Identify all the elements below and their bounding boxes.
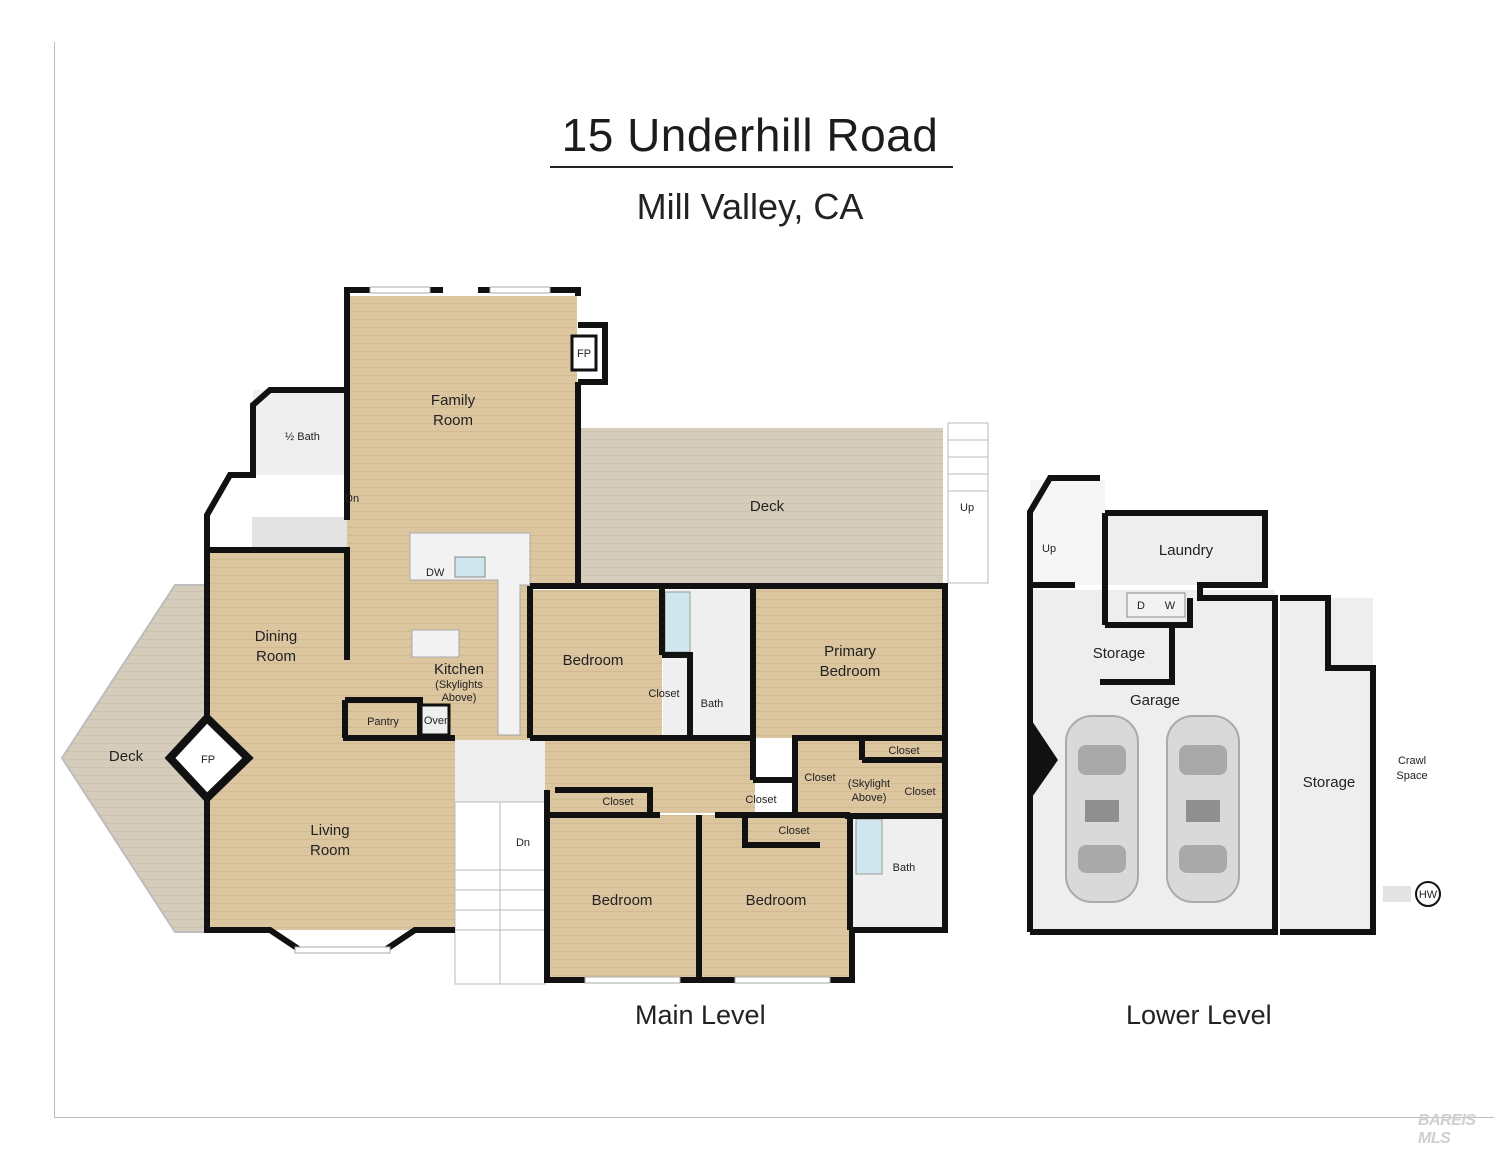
kitchen-sink xyxy=(454,556,486,578)
bedroom-3-label: Bedroom xyxy=(746,892,807,909)
washer-label: W xyxy=(1165,600,1176,612)
bath-1-label: Bath xyxy=(701,698,724,710)
main-level-plan xyxy=(60,286,989,985)
bedroom-2-label: Bedroom xyxy=(592,892,653,909)
dryer-label: D xyxy=(1137,600,1145,612)
title-underline xyxy=(550,166,953,168)
bedroom-1-floor xyxy=(532,590,662,735)
bedroom-1-label: Bedroom xyxy=(563,652,624,669)
lower-up-label: Up xyxy=(1042,543,1056,555)
water-heater-label: HW xyxy=(1419,889,1438,901)
primary-closet-top-label: Closet xyxy=(888,745,919,757)
hall-closet-label: Closet xyxy=(745,794,776,806)
primary-closet-right-label: Closet xyxy=(904,786,935,798)
bedroom-3-closet-label: Closet xyxy=(778,825,809,837)
laundry-label: Laundry xyxy=(1159,542,1214,559)
living-fireplace-label: FP xyxy=(201,754,215,766)
half-bath-floor xyxy=(253,390,347,475)
primary-closet-left-label: Closet xyxy=(804,772,835,784)
bath-1-tub xyxy=(664,591,691,653)
garage-car-2 xyxy=(1166,715,1240,903)
property-location: Mill Valley, CA xyxy=(636,186,864,227)
hall-gray-floor xyxy=(252,517,347,547)
upper-stairs-down-label: Dn xyxy=(345,493,359,505)
living-room-label-1: Living xyxy=(310,822,349,839)
pantry-label: Pantry xyxy=(367,716,399,728)
side-deck-label: Deck xyxy=(109,748,144,765)
living-room-label-2: Room xyxy=(310,842,350,859)
dining-room-label-1: Dining xyxy=(255,628,298,645)
laundry-appliances xyxy=(1126,592,1186,618)
storage-2-label: Storage xyxy=(1303,774,1356,791)
water-heater xyxy=(1415,881,1441,907)
water-heater-pipe xyxy=(1383,886,1411,902)
half-bath-label: ½ Bath xyxy=(285,431,320,443)
storage-1-label: Storage xyxy=(1093,645,1146,662)
bedroom-2-closet-label: Closet xyxy=(602,796,633,808)
kitchen-note-1: (Skylights xyxy=(435,679,483,691)
main-level-label: Main Level xyxy=(635,1000,766,1030)
lower-level-plan xyxy=(1027,475,1441,935)
oven-label: Oven xyxy=(424,715,450,727)
kitchen-label: Kitchen xyxy=(434,661,484,678)
skylight-note-2: Above) xyxy=(852,792,887,804)
lower-stairs-down-label: Dn xyxy=(516,837,530,849)
primary-closets-floor xyxy=(795,738,945,816)
frame-left-line xyxy=(54,42,55,1118)
bedroom-1-closet-label: Closet xyxy=(648,688,679,700)
lower-stairs xyxy=(454,801,546,985)
dishwasher-label: DW xyxy=(426,567,445,579)
family-room-label-2: Room xyxy=(433,412,473,429)
entry-hall-floor xyxy=(455,740,545,802)
main-level-labels: Family Room ½ Bath Deck Up Dn DW Dining … xyxy=(109,348,974,909)
windows xyxy=(294,286,831,984)
primary-bedroom-label-2: Bedroom xyxy=(820,663,881,680)
kitchen-counter xyxy=(409,532,531,736)
family-fireplace-label: FP xyxy=(577,348,591,360)
living-fireplace xyxy=(164,712,254,804)
bath-2-tub xyxy=(855,818,883,875)
frame-bottom-line xyxy=(54,1117,1494,1118)
family-fireplace xyxy=(570,334,598,372)
garage-label: Garage xyxy=(1130,692,1180,709)
bath-2-label: Bath xyxy=(893,862,916,874)
skylight-note-1: (Skylight xyxy=(848,778,890,790)
dining-room-label-2: Room xyxy=(256,648,296,665)
rear-deck-up-label: Up xyxy=(960,502,974,514)
rear-deck-label: Deck xyxy=(750,498,785,515)
family-room-label-1: Family xyxy=(431,392,476,409)
primary-bedroom-floor xyxy=(755,588,945,738)
primary-bedroom-label-1: Primary xyxy=(824,643,876,660)
garage-car-1 xyxy=(1065,715,1139,903)
property-title: 15 Underhill Road xyxy=(561,109,939,161)
rear-deck-area xyxy=(578,428,943,583)
lower-level-label: Lower Level xyxy=(1126,1000,1272,1030)
bedroom-2-floor xyxy=(550,815,697,978)
main-level-walls xyxy=(204,287,948,983)
crawl-space-label-1: Crawl xyxy=(1398,755,1426,767)
lower-stair-floor xyxy=(1030,480,1105,585)
laundry-floor xyxy=(1105,513,1265,585)
kitchen-note-2: Above) xyxy=(442,692,477,704)
crawl-space-label-2: Space xyxy=(1396,770,1427,782)
kitchen-island xyxy=(411,629,460,658)
garage-wall-wedge xyxy=(1030,718,1058,800)
lower-level-labels: Up Laundry D W Storage Garage Storage Cr… xyxy=(1042,542,1438,901)
rear-deck-stairs xyxy=(947,422,989,584)
